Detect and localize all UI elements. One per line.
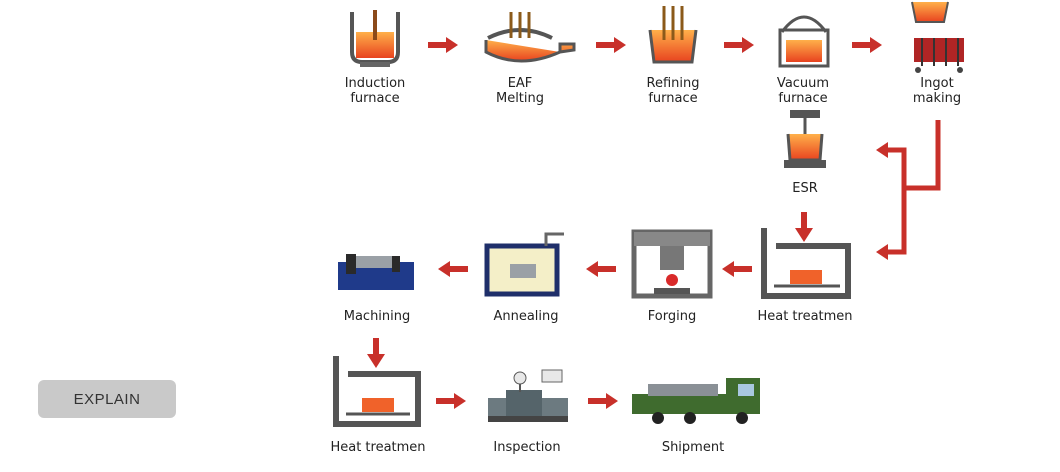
label-refining-furnace-line1: Refining bbox=[646, 76, 700, 91]
arrow-vacuum-to-ingot bbox=[852, 37, 882, 53]
esr-icon bbox=[784, 110, 826, 168]
arrow-induction-to-eaf bbox=[428, 37, 458, 53]
label-esr: ESR bbox=[792, 181, 818, 196]
label-forging: Forging bbox=[647, 309, 697, 324]
label-heat-treatment-2: Heat treatmen bbox=[330, 440, 426, 455]
label-induction-furnace-line2: furnace bbox=[350, 91, 400, 106]
label-eaf-melting-line1: EAF bbox=[507, 76, 533, 91]
label-annealing: Annealing bbox=[493, 309, 559, 324]
arrow-esr-to-heat-treatment bbox=[795, 212, 813, 242]
induction-furnace-icon bbox=[350, 10, 400, 67]
shipment-truck-icon bbox=[632, 378, 760, 424]
arrow-heat-to-inspection bbox=[436, 393, 466, 409]
label-eaf-melting: EAF Melting bbox=[496, 76, 544, 106]
label-refining-furnace: Refining furnace bbox=[647, 76, 700, 106]
label-vacuum-furnace-line2: furnace bbox=[778, 91, 828, 106]
label-ingot-making-line1: Ingot bbox=[920, 76, 954, 91]
forging-press-icon bbox=[631, 229, 713, 299]
label-ingot-making: Ingot making bbox=[913, 76, 961, 106]
label-machining: Machining bbox=[343, 309, 411, 324]
machining-lathe-icon bbox=[338, 254, 414, 290]
refining-furnace-icon bbox=[648, 6, 698, 64]
label-inspection: Inspection bbox=[493, 440, 561, 455]
label-shipment: Shipment bbox=[661, 440, 725, 455]
inspection-machine-icon bbox=[488, 369, 568, 422]
annealing-furnace-icon bbox=[484, 232, 564, 297]
arrow-inspection-to-shipment bbox=[588, 393, 618, 409]
arrow-ingot-branch bbox=[876, 120, 941, 260]
vacuum-furnace-icon bbox=[778, 15, 830, 68]
arrow-heat-to-forging bbox=[722, 261, 752, 277]
label-vacuum-furnace: Vacuum furnace bbox=[777, 76, 829, 106]
label-heat-treatment-1: Heat treatmen bbox=[757, 309, 853, 324]
heat-treatment-furnace-icon-1 bbox=[761, 228, 851, 299]
arrow-eaf-to-refining bbox=[596, 37, 626, 53]
arrow-machining-to-heat-treatment bbox=[367, 338, 385, 368]
label-vacuum-furnace-line1: Vacuum bbox=[776, 76, 830, 91]
arrow-refining-to-vacuum bbox=[724, 37, 754, 53]
explain-button[interactable]: EXPLAIN bbox=[38, 380, 176, 418]
label-induction-furnace: Induction furnace bbox=[345, 76, 406, 106]
label-eaf-melting-line2: Melting bbox=[495, 91, 545, 106]
arrow-forging-to-annealing bbox=[586, 261, 616, 277]
arrow-annealing-to-machining bbox=[438, 261, 468, 277]
label-ingot-making-line2: making bbox=[912, 91, 962, 106]
label-induction-furnace-line1: Induction bbox=[344, 76, 406, 91]
ingot-making-icon bbox=[911, 1, 964, 73]
eaf-furnace-icon bbox=[484, 12, 576, 63]
heat-treatment-furnace-icon-2 bbox=[333, 356, 421, 427]
label-refining-furnace-line2: furnace bbox=[648, 91, 698, 106]
